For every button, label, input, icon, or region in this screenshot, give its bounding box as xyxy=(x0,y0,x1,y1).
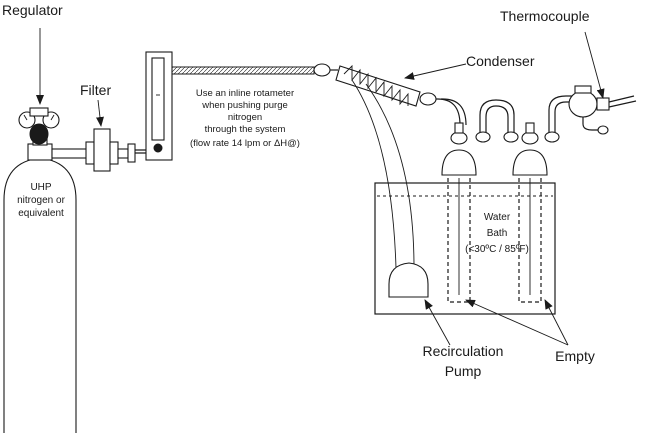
rotameter-note-line-4: through the system xyxy=(205,124,286,135)
condenser xyxy=(335,64,467,126)
condenser-label: Condenser xyxy=(466,53,535,69)
regulator xyxy=(18,107,60,145)
water-bath-label-line-3: (<30ºC / 85ºF) xyxy=(465,244,529,255)
pointer-arrows xyxy=(36,28,605,346)
water-bath-label-line-2: Bath xyxy=(487,228,508,239)
water-bath xyxy=(374,182,556,315)
thermocouple-assembly xyxy=(568,85,637,135)
pump-tubing xyxy=(351,79,415,269)
purge-hose xyxy=(171,63,338,77)
impinger-2 xyxy=(512,122,548,303)
cylinder-label-line-3: equivalent xyxy=(18,208,64,219)
regulator-label: Regulator xyxy=(2,2,63,18)
filter xyxy=(51,128,160,172)
rotameter-note-line-5: (flow rate 14 lpm or ΔH@) xyxy=(190,138,300,149)
empty-label: Empty xyxy=(555,348,595,364)
filter-label: Filter xyxy=(80,82,111,98)
nitrogen-cylinder xyxy=(3,134,77,433)
rotameter-note-line-1: Use an inline rotameter xyxy=(196,88,294,99)
pump-label-line-2: Pump xyxy=(445,363,482,379)
rotameter-note-line-3: nitrogen xyxy=(228,112,262,123)
impinger-1 xyxy=(441,122,477,303)
water-bath-label-line-1: Water xyxy=(484,212,511,223)
cylinder-label-line-1: UHP xyxy=(30,182,51,193)
thermocouple-label: Thermocouple xyxy=(500,8,590,24)
recirculation-pump xyxy=(388,262,429,298)
pump-label-line-1: Recirculation xyxy=(423,343,504,359)
rotameter-note-line-2: when pushing purge xyxy=(201,100,288,111)
connecting-tubes xyxy=(475,95,575,143)
cylinder-label-line-2: nitrogen or xyxy=(17,195,65,206)
rotameter xyxy=(145,51,173,161)
